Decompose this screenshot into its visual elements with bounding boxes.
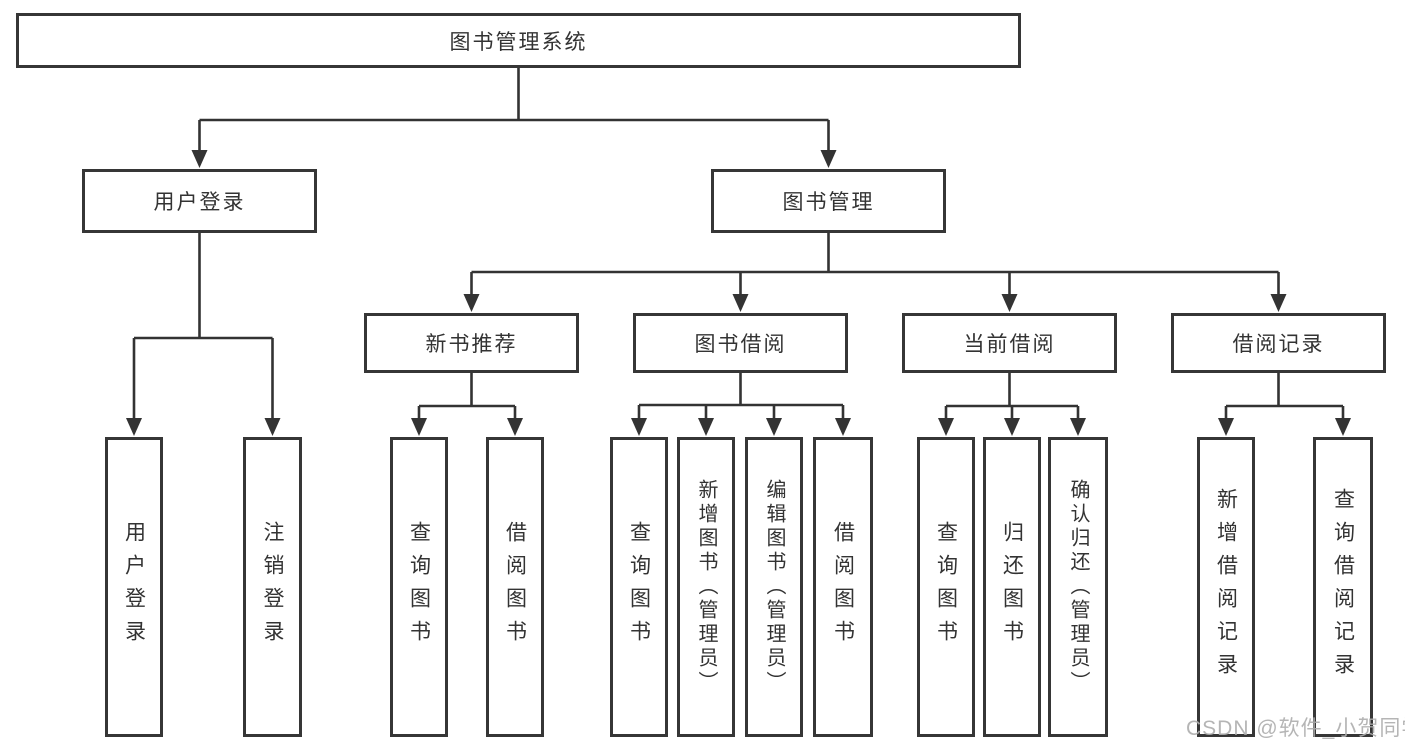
arrowhead-icon bbox=[191, 150, 208, 168]
node-label: 借阅记录 bbox=[1232, 333, 1325, 356]
node-label: 新书推荐 bbox=[425, 333, 518, 356]
node-label: 查询借阅记录 bbox=[1331, 488, 1355, 686]
node-label: 新增借阅记录 bbox=[1214, 488, 1238, 686]
arrowhead-icon bbox=[835, 418, 851, 436]
node-mgmt: 图书管理 bbox=[711, 169, 946, 233]
node-rec-query: 查询图书 bbox=[390, 437, 448, 737]
node-rec-borrow: 借阅图书 bbox=[486, 437, 544, 737]
node-bb-edit: 编辑图书（管理员） bbox=[745, 437, 803, 737]
arrowhead-icon bbox=[938, 418, 954, 436]
node-label: 图书管理系统 bbox=[449, 30, 588, 54]
node-bb-add: 新增图书（管理员） bbox=[677, 437, 735, 737]
node-label: 当前借阅 bbox=[963, 333, 1056, 356]
arrowhead-icon bbox=[1335, 418, 1351, 436]
node-label: 确认归还（管理员） bbox=[1067, 479, 1089, 695]
arrowhead-icon bbox=[463, 294, 480, 312]
arrowhead-icon bbox=[1070, 418, 1086, 436]
watermark: CSDN @软件_小贺同学 bbox=[1186, 717, 1405, 740]
node-label: 新增图书（管理员） bbox=[695, 479, 717, 695]
node-bb-query: 查询图书 bbox=[610, 437, 668, 737]
node-login: 用户登录 bbox=[82, 169, 317, 233]
arrowhead-icon bbox=[507, 418, 523, 436]
node-current-borrow: 当前借阅 bbox=[902, 313, 1117, 373]
node-label: 归还图书 bbox=[1000, 521, 1024, 653]
node-label: 用户登录 bbox=[122, 521, 146, 653]
arrowhead-icon bbox=[1001, 294, 1018, 312]
connector-path bbox=[132, 68, 1345, 421]
node-label: 注销登录 bbox=[261, 521, 284, 653]
node-label: 查询图书 bbox=[407, 521, 431, 653]
node-br-add: 新增借阅记录 bbox=[1197, 437, 1255, 737]
node-user-login: 用户登录 bbox=[105, 437, 163, 737]
node-cb-confirm: 确认归还（管理员） bbox=[1048, 437, 1108, 737]
node-label: 编辑图书（管理员） bbox=[763, 479, 785, 695]
node-label: 借阅图书 bbox=[503, 521, 527, 653]
node-label: 用户登录 bbox=[153, 191, 246, 214]
arrowhead-icon bbox=[1270, 294, 1287, 312]
node-cb-return: 归还图书 bbox=[983, 437, 1041, 737]
node-label: 借阅图书 bbox=[831, 521, 855, 653]
node-br-query: 查询借阅记录 bbox=[1313, 437, 1373, 737]
arrowhead-icon bbox=[411, 418, 427, 436]
arrowhead-icon bbox=[631, 418, 647, 436]
node-book-borrow: 图书借阅 bbox=[633, 313, 848, 373]
node-bb-borrow: 借阅图书 bbox=[813, 437, 873, 737]
node-label: 图书借阅 bbox=[694, 333, 787, 356]
arrowhead-icon bbox=[1004, 418, 1020, 436]
arrowhead-icon bbox=[1218, 418, 1234, 436]
arrowhead-icon bbox=[698, 418, 714, 436]
node-logout: 注销登录 bbox=[243, 437, 302, 737]
node-label: 查询图书 bbox=[627, 521, 651, 653]
arrowhead-icon bbox=[264, 418, 281, 436]
node-label: 图书管理 bbox=[782, 191, 875, 214]
arrowhead-icon bbox=[126, 418, 142, 436]
arrowhead-icon bbox=[732, 294, 749, 312]
arrowhead-icon bbox=[820, 150, 837, 168]
node-borrow-record: 借阅记录 bbox=[1171, 313, 1386, 373]
arrowhead-icon bbox=[766, 418, 782, 436]
node-cb-query: 查询图书 bbox=[917, 437, 975, 737]
node-label: 查询图书 bbox=[934, 521, 958, 653]
node-root: 图书管理系统 bbox=[16, 13, 1021, 68]
node-new-rec: 新书推荐 bbox=[364, 313, 579, 373]
